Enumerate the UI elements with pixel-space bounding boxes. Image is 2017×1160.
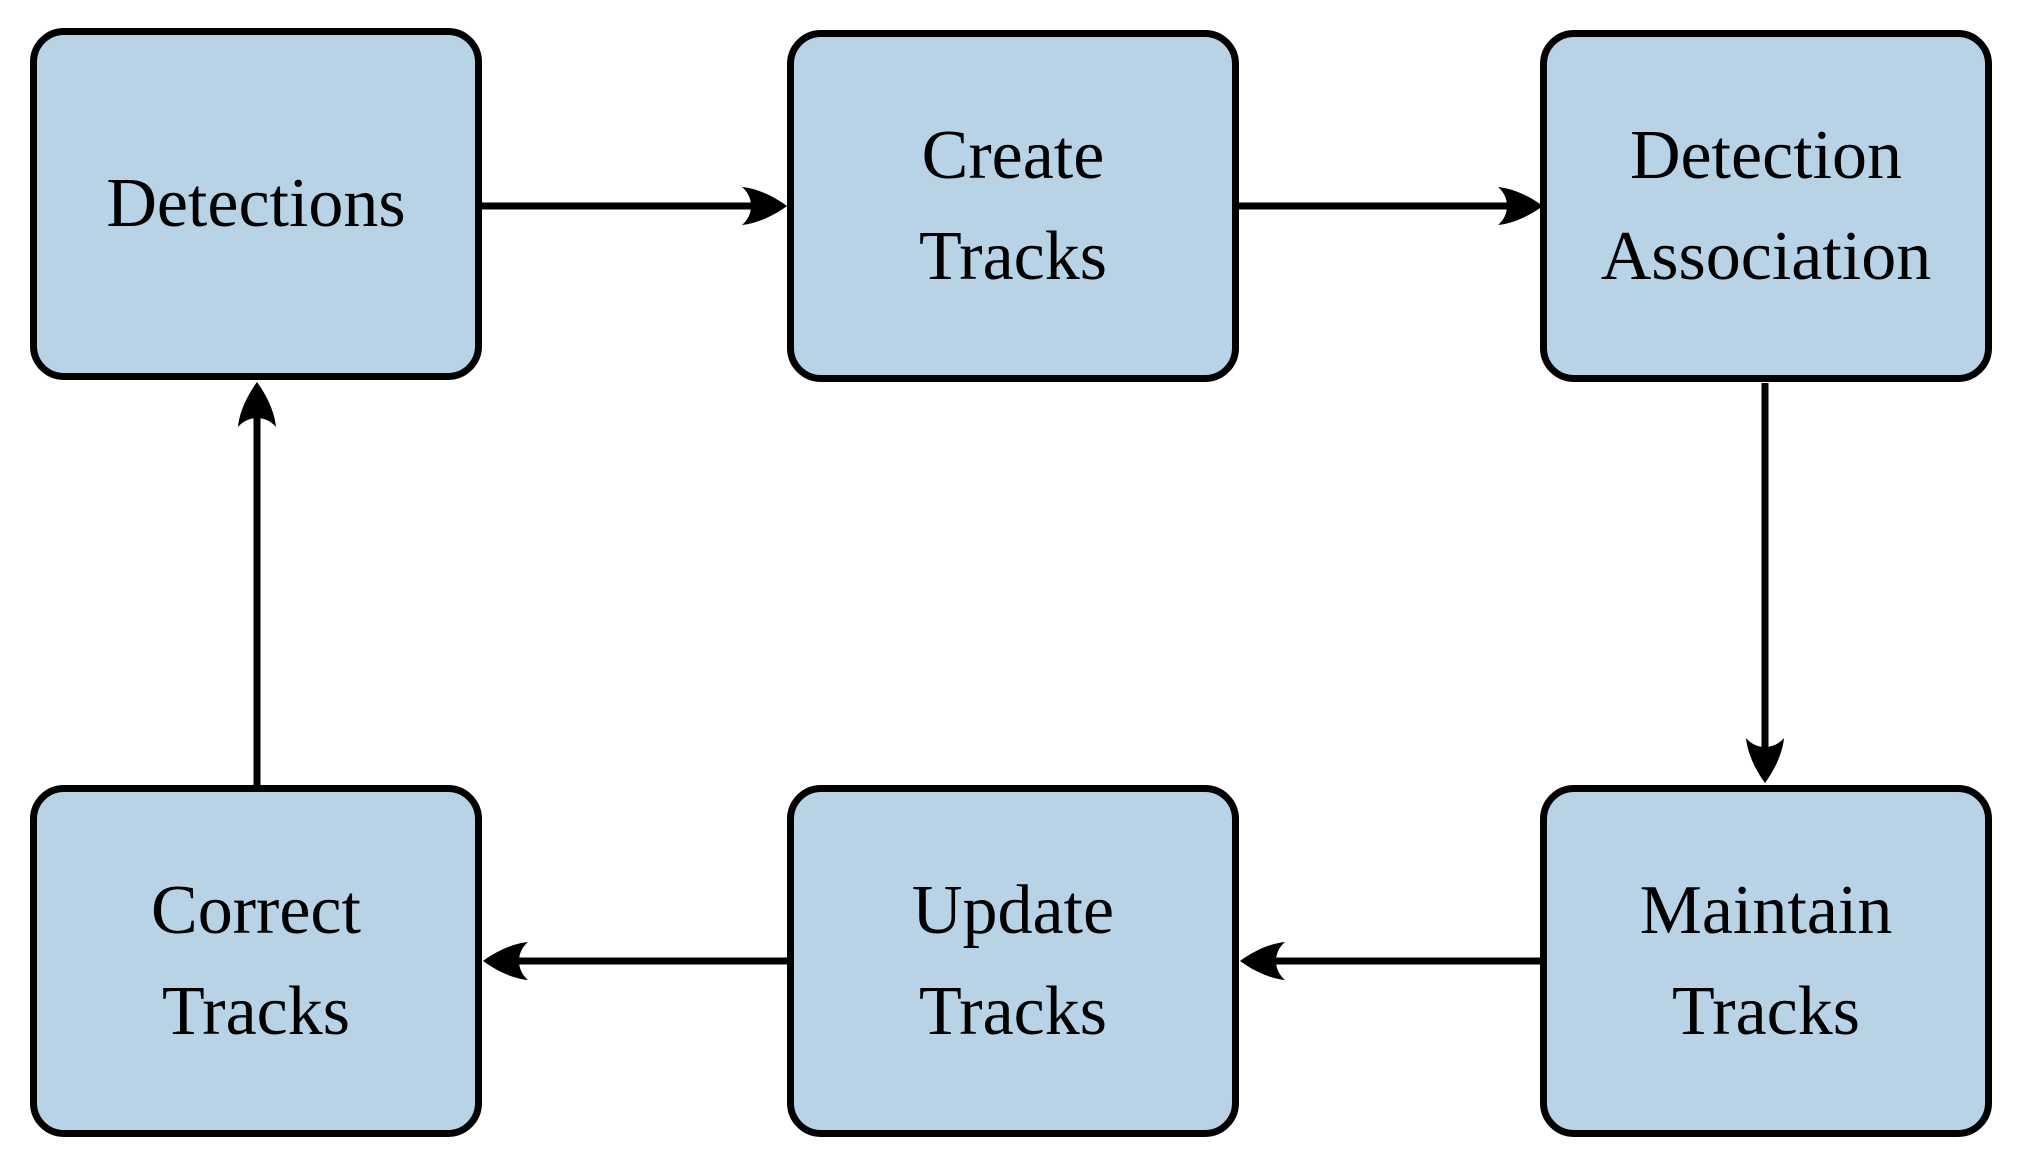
node-create-tracks: Create Tracks: [787, 30, 1239, 382]
arrow-correct-tracks-to-detections: [238, 382, 276, 785]
arrow-create-tracks-to-detection-association: [1237, 187, 1543, 225]
arrow-detection-association-to-maintain-tracks: [1746, 383, 1784, 783]
node-detection-association: Detection Association: [1540, 30, 1992, 382]
node-label-line: Tracks: [162, 973, 350, 1050]
arrowhead-right-icon: [742, 187, 787, 225]
node-label-line: Tracks: [919, 218, 1107, 295]
node-label-line: Detections: [106, 165, 406, 243]
arrow-maintain-tracks-to-update-tracks: [1240, 942, 1540, 980]
node-label-line: Detection: [1629, 116, 1903, 194]
node-label-line: Association: [1600, 218, 1932, 295]
arrow-detections-to-create-tracks: [482, 187, 787, 225]
arrowhead-up-icon: [238, 382, 276, 427]
arrow-update-tracks-to-correct-tracks: [483, 942, 787, 980]
node-label-line: Correct: [151, 871, 361, 949]
node-update-tracks: Update Tracks: [787, 785, 1239, 1137]
node-detections: Detections: [30, 28, 482, 380]
node-label-line: Tracks: [919, 973, 1107, 1050]
node-label-line: Tracks: [1672, 973, 1860, 1050]
node-maintain-tracks: Maintain Tracks: [1540, 785, 1992, 1137]
arrowhead-down-icon: [1746, 738, 1784, 783]
arrowhead-left-icon: [483, 942, 528, 980]
node-label-line: Maintain: [1639, 871, 1893, 949]
node-label-line: Update: [911, 871, 1115, 949]
node-correct-tracks: Correct Tracks: [30, 785, 482, 1137]
arrowhead-right-icon: [1498, 187, 1543, 225]
node-label-line: Create: [921, 116, 1105, 194]
arrowhead-left-icon: [1240, 942, 1285, 980]
